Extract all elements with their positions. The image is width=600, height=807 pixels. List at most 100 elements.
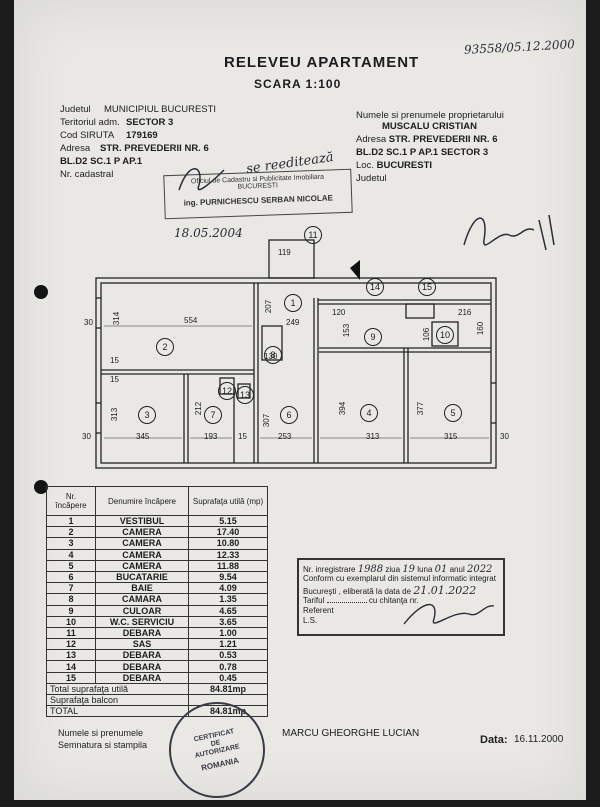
sector-value: SECTOR 3 bbox=[126, 117, 174, 128]
dim-15-c: 15 bbox=[110, 356, 119, 365]
dim-120: 120 bbox=[332, 308, 346, 317]
row-nr: 5 bbox=[46, 559, 96, 572]
room-label-12: 12 bbox=[218, 382, 236, 400]
header-area: Suprafaţa utilă (mp) bbox=[188, 486, 268, 516]
total2-value: 84.81mp bbox=[188, 705, 268, 718]
row-nr: 2 bbox=[46, 526, 96, 539]
footer-name-value: MARCU GHEORGHE LUCIAN bbox=[282, 728, 420, 739]
row-area: 1.21 bbox=[188, 638, 268, 651]
row-nr: 7 bbox=[46, 582, 96, 595]
reg-anul-label: anul bbox=[449, 565, 465, 574]
table-header-row: Nr. încăpere Denumire încăpere Suprafaţa… bbox=[46, 486, 268, 516]
adresa-value-2: BL.D2 SC.1 P AP.1 bbox=[60, 156, 143, 167]
room-label-1: 1 bbox=[284, 294, 302, 312]
adresa-label: Adresa bbox=[60, 143, 91, 154]
header-name: Denumire încăpere bbox=[95, 486, 189, 516]
dim-153: 153 bbox=[342, 323, 352, 338]
document-scale: SCARA 1:100 bbox=[254, 77, 342, 91]
row-area: 1.00 bbox=[188, 626, 268, 640]
room-label-14: 14 bbox=[366, 278, 384, 296]
row-name: BUCATARIE bbox=[95, 570, 189, 584]
row-nr: 13 bbox=[46, 649, 96, 662]
dim-15-b: 15 bbox=[238, 432, 247, 441]
owner-value: MUSCALU CRISTIAN bbox=[382, 121, 477, 132]
punch-hole-top bbox=[34, 285, 48, 299]
right-judet-label: Judetul bbox=[356, 173, 387, 184]
reg-tarif-label: Tariful bbox=[303, 596, 325, 605]
row-area: 0.45 bbox=[188, 671, 268, 684]
dim-15-a: 15 bbox=[110, 375, 119, 384]
reg-ls-label: L.S. bbox=[303, 616, 318, 625]
room-label-5: 5 bbox=[444, 404, 462, 422]
reg-line2: Conform cu exemplarul din sistemul infor… bbox=[303, 574, 496, 583]
row-nr: 8 bbox=[46, 593, 96, 606]
floor-plan bbox=[95, 239, 497, 469]
room-label-11: 11 bbox=[304, 226, 322, 244]
row-name: CAMARA bbox=[95, 593, 189, 606]
total-label: Total suprafaţa utilă bbox=[46, 682, 189, 696]
row-nr: 11 bbox=[46, 626, 96, 640]
row-area: 1.35 bbox=[188, 593, 268, 606]
room-label-7: 7 bbox=[204, 406, 222, 424]
dim-554: 554 bbox=[184, 316, 198, 325]
footer-date-label: Data: bbox=[480, 734, 508, 746]
reg-line3: Bucureşti , eliberată la data de bbox=[303, 587, 412, 596]
row-name: CAMERA bbox=[95, 548, 189, 561]
row-area: 4.09 bbox=[188, 582, 268, 595]
right-signature bbox=[463, 214, 555, 251]
row-area: 10.80 bbox=[188, 537, 268, 550]
right-adresa-label: Adresa bbox=[356, 134, 387, 145]
row-nr: 12 bbox=[46, 638, 96, 651]
row-name: SAS bbox=[95, 638, 189, 651]
reg-anul-value: 2022 bbox=[466, 564, 493, 575]
balcon-row: Suprafaţa balcon bbox=[46, 693, 268, 707]
loc-label: Loc. bbox=[356, 160, 374, 171]
row-nr: 10 bbox=[46, 615, 96, 628]
row-nr: 9 bbox=[46, 604, 96, 617]
reg-nr-value: 1988 bbox=[357, 564, 384, 575]
room-label-9: 9 bbox=[364, 328, 382, 346]
total-value: 84.81mp bbox=[188, 682, 268, 696]
row-name: W.C. SERVICIU bbox=[95, 615, 189, 628]
footer-sign-label: Semnatura si stampila bbox=[58, 740, 148, 750]
row-area: 11.88 bbox=[188, 559, 268, 572]
reg-luna-label: luna bbox=[417, 565, 433, 574]
total-row: Total suprafaţa utilă 84.81mp bbox=[46, 682, 268, 696]
dim-30-b: 30 bbox=[82, 432, 91, 441]
dim-345: 345 bbox=[136, 432, 150, 441]
row-nr: 6 bbox=[46, 570, 96, 584]
dim-119: 119 bbox=[278, 248, 291, 257]
registration-stamp: Nr. inregistrare 1988 ziua 19 luna 01 an… bbox=[297, 558, 505, 636]
siruta-label: Cod SIRUTA bbox=[60, 130, 115, 141]
room-label-4: 4 bbox=[360, 404, 378, 422]
room-label-2: 2 bbox=[156, 338, 174, 356]
row-area: 5.15 bbox=[188, 514, 268, 528]
room-label-8: 8 bbox=[264, 346, 282, 364]
dim-253: 253 bbox=[278, 432, 292, 441]
row-name: DEBARA bbox=[95, 671, 189, 684]
judet-value: MUNICIPIUL BUCURESTI bbox=[104, 104, 217, 115]
punch-hole-bottom bbox=[34, 480, 48, 494]
row-nr: 1 bbox=[46, 514, 96, 528]
reg-luna-value: 01 bbox=[434, 564, 448, 575]
dim-394: 394 bbox=[338, 401, 348, 416]
dim-193: 193 bbox=[204, 432, 218, 441]
left-info-block: Judetul MUNICIPIUL BUCURESTI Teritoriul … bbox=[60, 104, 310, 182]
row-nr: 4 bbox=[46, 548, 96, 561]
sector-label: Teritoriul adm. bbox=[60, 117, 120, 128]
dim-30-a: 30 bbox=[84, 318, 93, 327]
row-area: 17.40 bbox=[188, 526, 268, 539]
reg-date-value: 21.01.2022 bbox=[413, 584, 477, 597]
room-label-13: 13 bbox=[236, 386, 254, 404]
row-name: CAMERA bbox=[95, 537, 189, 550]
